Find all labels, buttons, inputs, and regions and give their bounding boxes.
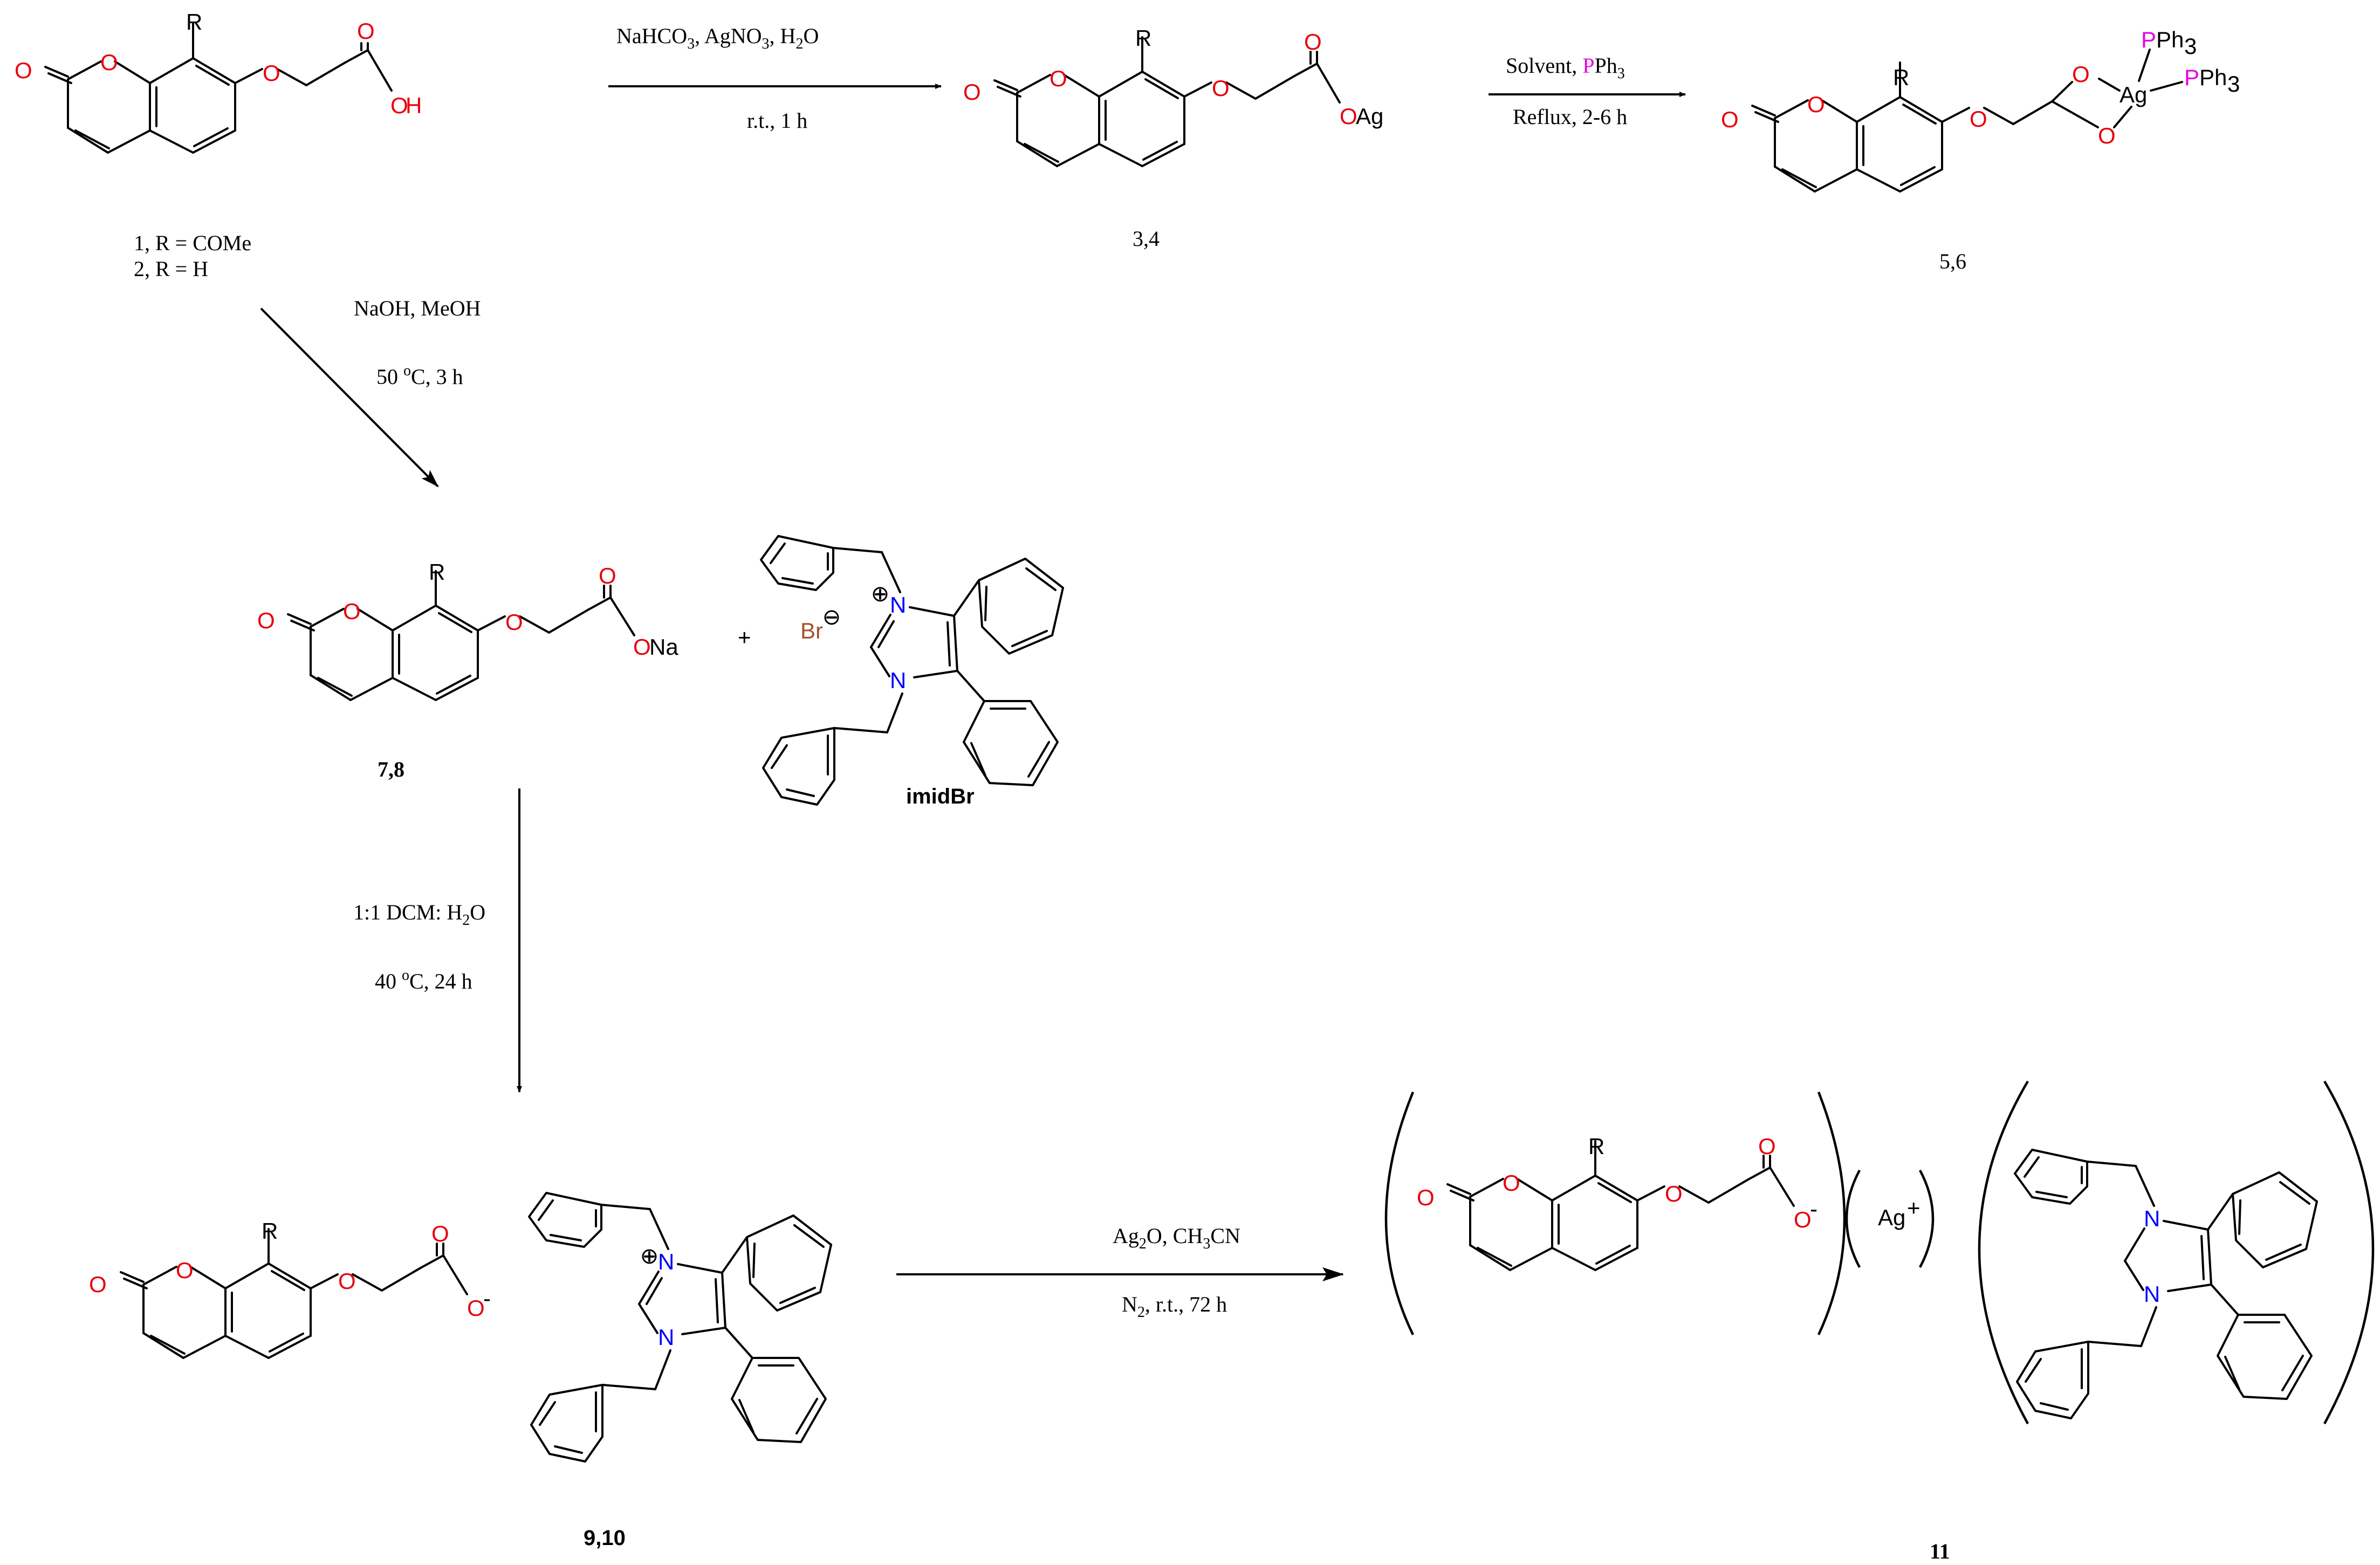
- nitrogen-atom: N: [890, 668, 906, 693]
- svg-text:R: R: [1893, 65, 1909, 90]
- svg-text:O: O: [89, 1272, 107, 1297]
- reaction-1: NaHCO3, AgNO3, H2O r.t., 1 h: [608, 24, 942, 133]
- sodium-atom: Na: [649, 634, 678, 660]
- imidazolium-bromide: N N Br imidBr: [760, 535, 1064, 808]
- ring-oxygen: O: [100, 50, 118, 75]
- imidbr-label: imidBr: [906, 785, 975, 808]
- compound-11: R O O O O O - Ag +: [1384, 1080, 2375, 1563]
- compound-11-label: 11: [1930, 1539, 1950, 1563]
- compound-7-8: R O O O O O Na 7,8: [257, 559, 678, 781]
- svg-text:O: O: [633, 634, 651, 660]
- acid-hydrogen: H: [406, 93, 422, 118]
- svg-text:O: O: [2098, 123, 2116, 148]
- svg-text:R: R: [262, 1218, 278, 1244]
- reaction-5: Ag2O, CH3CN N2, r.t., 72 h: [896, 1224, 1344, 1321]
- svg-text:O: O: [431, 1221, 449, 1246]
- reaction-5-conditions: N2, r.t., 72 h: [1122, 1292, 1227, 1321]
- compound-2-label: 2, R = H: [134, 257, 208, 281]
- compound-9-10: R O O O O O - N N 9,10: [89, 1192, 832, 1550]
- positive-charge-icon: [873, 587, 888, 602]
- nitrogen-atom: N: [890, 592, 906, 617]
- svg-text:O: O: [505, 609, 523, 635]
- svg-text:N: N: [2144, 1281, 2160, 1307]
- svg-text:O: O: [338, 1268, 356, 1294]
- svg-text:O: O: [1212, 75, 1230, 101]
- positive-charge-icon: [642, 1249, 657, 1264]
- compound-1-2: R O O O O O H 1, R = COMe 2, R = H: [15, 9, 422, 281]
- svg-text:-: -: [1810, 1196, 1817, 1221]
- reaction-4: 1:1 DCM: H2O 40 oC, 24 h: [353, 788, 522, 1093]
- svg-text:O: O: [1340, 104, 1357, 129]
- substituent-r: R: [186, 9, 202, 35]
- silver-cation: Ag: [1878, 1205, 1905, 1230]
- svg-text:O: O: [343, 599, 361, 624]
- bromide-ion: Br: [800, 618, 823, 643]
- reaction-3-conditions: 50 oC, 3 h: [376, 362, 463, 389]
- acid-hydroxyl-oxygen: O: [390, 93, 408, 118]
- svg-text:R: R: [1588, 1134, 1604, 1159]
- negative-charge-icon: [824, 610, 839, 625]
- compound-5-6-label: 5,6: [1939, 249, 1966, 273]
- phosphorus-atom: P: [2141, 27, 2156, 52]
- reaction-2-conditions: Reflux, 2-6 h: [1513, 105, 1627, 129]
- svg-text:O: O: [257, 608, 275, 633]
- svg-text:-: -: [483, 1286, 491, 1311]
- svg-text:N: N: [658, 1324, 674, 1350]
- svg-text:O: O: [599, 563, 616, 588]
- carbonyl-oxygen: O: [15, 58, 32, 83]
- svg-text:O: O: [1794, 1207, 1812, 1232]
- compound-9-10-label: 9,10: [584, 1526, 626, 1550]
- svg-text:O: O: [467, 1295, 485, 1321]
- compound-5-6: R O O O O O Ag P P 5,6: [1721, 27, 2240, 273]
- svg-text:O: O: [1417, 1185, 1435, 1210]
- reaction-4-conditions: 40 oC, 24 h: [375, 967, 472, 993]
- reaction-4-reagents: 1:1 DCM: H2O: [353, 900, 485, 929]
- reaction-1-reagents: NaHCO3, AgNO3, H2O: [616, 24, 819, 52]
- svg-text:O: O: [1970, 106, 1987, 132]
- svg-text:O: O: [1758, 1134, 1776, 1159]
- ether-oxygen: O: [263, 60, 280, 86]
- silver-atom: Ag: [1356, 104, 1383, 129]
- reaction-3-reagents: NaOH, MeOH: [354, 296, 481, 320]
- svg-text:O: O: [1807, 92, 1825, 117]
- reaction-3: NaOH, MeOH 50 oC, 3 h: [260, 296, 481, 488]
- svg-text:O: O: [1304, 29, 1322, 54]
- svg-text:O: O: [1503, 1170, 1520, 1196]
- reaction-1-conditions: r.t., 1 h: [747, 108, 807, 133]
- reaction-5-reagents: Ag2O, CH3CN: [1113, 1224, 1240, 1252]
- svg-text:R: R: [1135, 25, 1151, 51]
- compound-3-4-label: 3,4: [1133, 226, 1160, 251]
- silver-atom: Ag: [2120, 82, 2147, 107]
- svg-text:N: N: [2144, 1206, 2160, 1231]
- svg-text:O: O: [176, 1258, 194, 1283]
- svg-text:O: O: [1665, 1181, 1683, 1206]
- svg-text:O: O: [1050, 66, 1067, 91]
- plus-sign: +: [738, 624, 751, 650]
- compound-3-4: R O O O O O Ag 3,4: [963, 25, 1383, 251]
- svg-text:O: O: [963, 79, 981, 105]
- acid-carbonyl-oxygen: O: [357, 18, 375, 44]
- svg-text:O: O: [2072, 61, 2090, 87]
- compound-7-8-label: 7,8: [378, 757, 404, 781]
- phosphorus-atom: P: [2184, 65, 2199, 90]
- compound-1-label: 1, R = COMe: [134, 231, 251, 255]
- reaction-2-reagents: Solvent, PPh3: [1506, 53, 1625, 82]
- reaction-2: Solvent, PPh3 Reflux, 2-6 h: [1489, 53, 1686, 129]
- svg-text:R: R: [429, 559, 445, 585]
- svg-text:O: O: [1721, 107, 1739, 132]
- svg-text:N: N: [658, 1249, 674, 1274]
- svg-text:+: +: [1907, 1195, 1921, 1220]
